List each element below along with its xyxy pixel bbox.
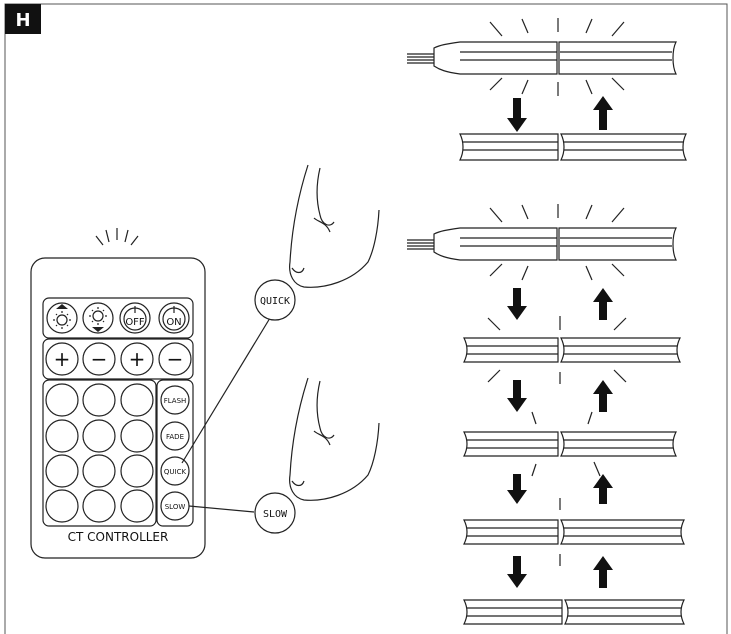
blank-button-grid xyxy=(45,383,154,523)
led-strip xyxy=(560,133,687,161)
finger-pointer-icon xyxy=(289,377,380,501)
blank-button[interactable] xyxy=(120,419,154,453)
plus-button-1[interactable]: + xyxy=(45,342,79,376)
led-strip xyxy=(558,41,677,75)
brightness-down-button[interactable] xyxy=(82,302,114,334)
brightness-up-icon xyxy=(53,311,71,329)
brightness-down-icon xyxy=(89,307,107,325)
led-strip-diagram-slow xyxy=(407,204,685,625)
off-button[interactable]: OFF xyxy=(119,302,151,334)
slow-callout-label: SLOW xyxy=(263,509,288,520)
svg-text:−: − xyxy=(91,347,108,371)
fade-button-label: FADE xyxy=(166,433,184,441)
led-strip xyxy=(463,431,559,457)
blank-button[interactable] xyxy=(120,383,154,417)
led-strip xyxy=(463,337,559,363)
svg-text:+: + xyxy=(54,347,71,371)
led-strip xyxy=(433,227,558,261)
slow-button[interactable]: SLOW xyxy=(160,491,190,521)
led-strip-diagram-quick xyxy=(407,18,687,161)
slow-button-label: SLOW xyxy=(165,503,186,511)
remote-control: OFF ON + − + − xyxy=(30,228,206,559)
flash-button-label: FLASH xyxy=(164,397,187,405)
brightness-up-button[interactable] xyxy=(46,302,78,334)
arrow-down-icon xyxy=(507,380,527,412)
quick-callout-label: QUICK xyxy=(260,296,290,307)
blank-button[interactable] xyxy=(120,454,154,488)
blank-button[interactable] xyxy=(45,383,79,417)
blank-button[interactable] xyxy=(120,489,154,523)
light-rays-icon xyxy=(489,204,625,281)
minus-button-1[interactable]: − xyxy=(82,342,116,376)
quick-callout-line xyxy=(181,317,271,464)
quick-button-label: QUICK xyxy=(164,468,187,476)
fade-button[interactable]: FADE xyxy=(160,421,190,451)
remote-title: CT CONTROLLER xyxy=(68,530,169,544)
quick-button[interactable]: QUICK xyxy=(160,456,190,486)
blank-button[interactable] xyxy=(82,419,116,453)
blank-button[interactable] xyxy=(82,383,116,417)
blank-button[interactable] xyxy=(82,454,116,488)
light-rays-icon xyxy=(531,411,601,477)
led-strip xyxy=(558,227,677,261)
section-badge xyxy=(5,4,41,34)
flash-button[interactable]: FLASH xyxy=(160,385,190,415)
led-strip xyxy=(560,337,681,363)
remote-body xyxy=(30,257,206,559)
led-strip xyxy=(459,133,559,161)
arrow-up-icon xyxy=(593,556,613,588)
section-badge-label: H xyxy=(15,10,30,31)
arrow-down-icon xyxy=(507,556,527,588)
led-strip xyxy=(463,519,559,545)
blank-button[interactable] xyxy=(82,489,116,523)
arrow-down-icon xyxy=(507,474,527,504)
on-button-label: ON xyxy=(166,317,181,328)
svg-text:−: − xyxy=(167,347,184,371)
arrow-up-icon xyxy=(593,96,613,130)
arrow-down-icon xyxy=(507,98,527,132)
led-strip xyxy=(433,41,558,75)
plus-button-2[interactable]: + xyxy=(120,342,154,376)
frame-border xyxy=(4,3,728,634)
arrow-down-icon xyxy=(507,288,527,320)
led-strip xyxy=(560,519,685,545)
blank-button[interactable] xyxy=(45,489,79,523)
signal-burst-icon xyxy=(95,228,139,246)
quick-callout-bubble xyxy=(254,279,296,321)
light-rays-icon xyxy=(489,18,625,96)
slow-callout-bubble xyxy=(254,492,296,534)
blank-button[interactable] xyxy=(45,454,79,488)
arrow-up-icon xyxy=(593,380,613,412)
arrow-up-icon xyxy=(593,288,613,320)
blank-button[interactable] xyxy=(45,419,79,453)
led-strip xyxy=(463,599,563,625)
led-strip xyxy=(560,431,677,457)
svg-text:+: + xyxy=(129,347,146,371)
off-button-label: OFF xyxy=(125,317,145,328)
led-strip xyxy=(564,599,685,625)
minus-button-2[interactable]: − xyxy=(158,342,192,376)
finger-pointer-icon xyxy=(289,164,380,288)
light-rays-icon xyxy=(487,316,627,384)
arrow-up-icon xyxy=(593,474,613,504)
on-button[interactable]: ON xyxy=(158,302,190,334)
slow-callout-line xyxy=(188,505,255,513)
